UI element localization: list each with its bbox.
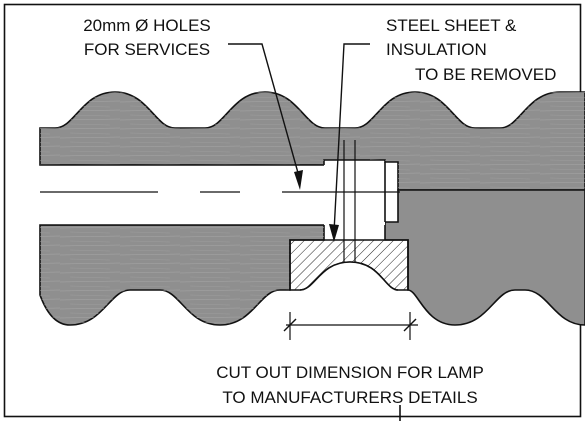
holes-label-line1: 20mm Ø HOLES [83,16,211,35]
bottom-panel-right [384,189,585,326]
dimension-tick-left [283,318,297,332]
cutout-arc [299,261,399,291]
steel-label-line1: STEEL SHEET & [386,16,517,35]
cutout-label-line2: TO MANUFACTURERS DETAILS [222,388,477,407]
bottom-panel-grain [40,225,324,325]
top-panel-grain [40,92,585,190]
holes-arrowhead [294,170,303,190]
holes-label-line2: FOR SERVICES [84,40,210,59]
dimension-tick-right [403,318,417,332]
steel-label-line2: INSULATION [386,40,487,59]
steel-leader-line [333,43,370,233]
cutout-label-line1: CUT OUT DIMENSION FOR LAMP [216,363,484,382]
steel-label-line3: TO BE REMOVED [415,65,556,84]
steel-arrowhead [329,224,339,242]
service-hole-channel [40,165,385,225]
holes-leader-line [228,43,301,181]
